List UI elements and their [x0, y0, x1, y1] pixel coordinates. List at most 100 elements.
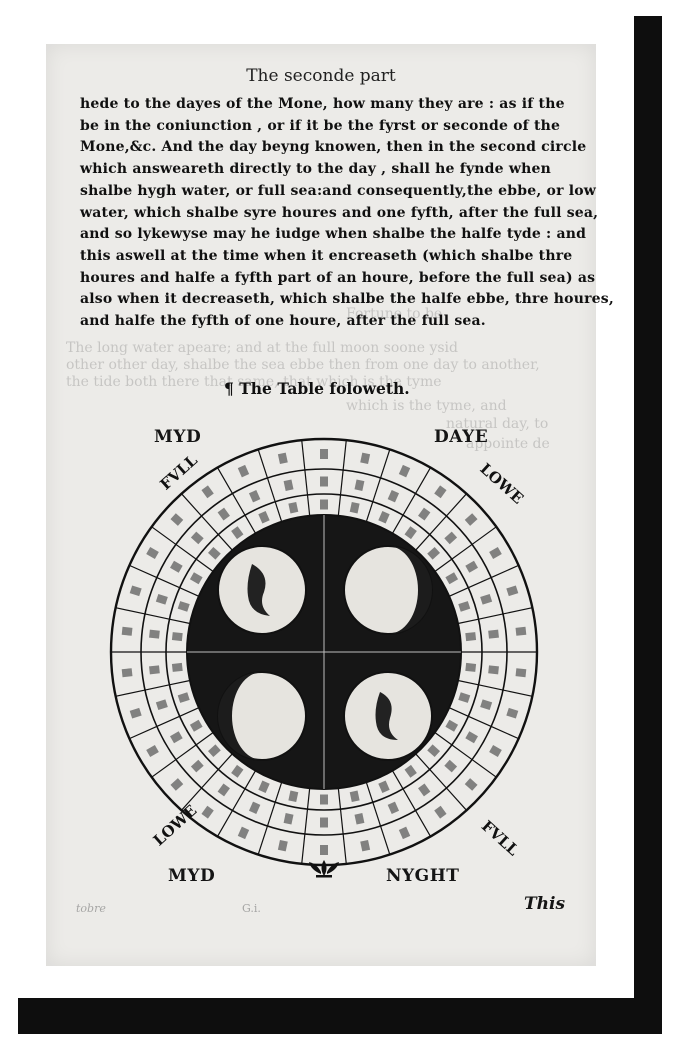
bleed-through-text: which is the tyme, and [346, 398, 507, 414]
signature-mark: G.i. [242, 902, 261, 915]
ring-cell-divider [201, 769, 219, 789]
ring-cell-divider [414, 467, 432, 494]
ring-cell-divider [129, 564, 158, 579]
ring-cell-glyph [360, 839, 371, 852]
ring-cell-glyph [155, 699, 168, 711]
bleed-through-text: Fortune to be [346, 306, 443, 322]
ring-cell-glyph [201, 805, 214, 819]
ring-cell-glyph [320, 476, 328, 487]
ring-cell-glyph [434, 805, 447, 819]
body-paragraph: hede to the dayes of the Mone, how many … [80, 94, 614, 333]
ring-cell-divider [301, 440, 306, 471]
ring-cell-glyph [434, 485, 447, 499]
ring-cell-divider [151, 526, 177, 545]
ring-cell-glyph [418, 783, 431, 797]
ring-cell-divider [429, 769, 447, 789]
ring-cell-divider [175, 543, 197, 560]
ring-cell-glyph [283, 479, 294, 491]
running-head: The seconde part [246, 66, 396, 86]
ring-cell-glyph [378, 780, 390, 793]
ring-cell-divider [169, 679, 191, 686]
ring-cell-divider [478, 684, 504, 691]
rim-label-full-upper: FVLL [157, 451, 202, 494]
ring-cell-divider [195, 558, 214, 572]
ring-cell-divider [402, 788, 417, 811]
ring-cell-divider [429, 515, 447, 535]
ring-cell-divider [175, 744, 197, 761]
ring-cell-glyph [237, 826, 250, 840]
ring-cell-glyph [277, 839, 288, 852]
ring-cell-divider [457, 679, 479, 686]
ring-cell-glyph [515, 668, 527, 678]
ring-cell-divider [304, 469, 309, 495]
ring-cell-glyph [248, 801, 261, 814]
ring-cell-glyph [506, 707, 519, 719]
moon-phase-icon [343, 671, 433, 761]
ring-cell-glyph [387, 801, 400, 814]
ring-cell-glyph [488, 665, 499, 675]
ring-cell-divider [231, 788, 246, 811]
ring-cell-divider [402, 493, 417, 516]
ring-cell-glyph [177, 692, 190, 703]
ring-cell-glyph [258, 780, 270, 793]
corner-label-mid-day-left: MYD [154, 427, 202, 447]
ring-cell-divider [306, 494, 311, 516]
ring-cell-divider [379, 449, 391, 479]
ring-cell-glyph [121, 668, 133, 678]
ring-cell-divider [342, 440, 347, 471]
ring-cell-glyph [418, 507, 431, 521]
ring-cell-divider [448, 707, 469, 717]
ring-cell-glyph [349, 790, 360, 802]
ring-cell-glyph [404, 526, 417, 540]
moon-phase-icon [217, 671, 307, 761]
text-line: houres and halfe a fyfth part of an hour… [80, 269, 596, 286]
ring-cell-divider [306, 788, 311, 810]
ring-cell-glyph [427, 744, 441, 758]
text-line: be in the coniunction , or if it be the … [80, 117, 561, 134]
text-line: and so lykewyse may he iudge when shalbe… [80, 226, 587, 243]
ring-cell-divider [448, 587, 469, 597]
ring-cell-divider [414, 810, 432, 837]
text-line: also when it decreaseth, which shalbe th… [80, 291, 614, 308]
ring-cell-glyph [231, 764, 244, 778]
ring-cell-divider [490, 725, 519, 740]
ring-cell-glyph [444, 531, 458, 545]
ring-cell-divider [179, 587, 200, 597]
ring-cell-glyph [201, 485, 214, 499]
ring-cell-glyph [207, 546, 221, 560]
corner-label-day: DAYE [434, 427, 489, 447]
fleur-de-lis-ornament [309, 860, 339, 878]
ring-cell-divider [339, 469, 344, 495]
ring-cell-divider [372, 802, 382, 827]
ring-cell-glyph [465, 662, 477, 672]
ring-cell-glyph [277, 452, 288, 465]
ring-cell-glyph [217, 507, 230, 521]
ring-cell-glyph [378, 511, 390, 524]
ring-cell-divider [446, 787, 467, 811]
ring-cell-divider [231, 493, 246, 516]
ring-cell-divider [446, 493, 467, 517]
ring-cell-glyph [360, 452, 371, 465]
bleed-through-text: appointe de [466, 436, 550, 452]
ring-cell-divider [257, 449, 269, 479]
ring-cell-divider [216, 467, 234, 494]
ring-cell-divider [169, 618, 191, 625]
corner-label-night: NYGHT [386, 866, 460, 886]
ring-cell-glyph [129, 585, 142, 597]
table-heading: ¶ The Table foloweth. [224, 379, 410, 398]
ring-cell-glyph [170, 513, 184, 526]
ring-cell-divider [468, 715, 492, 727]
ring-cell-divider [201, 515, 219, 535]
ring-cell-divider [457, 618, 479, 625]
moon-phase-icon [217, 545, 307, 635]
text-line: hede to the dayes of the Mone, how many … [80, 96, 565, 112]
ring-cell-glyph [354, 479, 365, 491]
ring-cell-glyph [189, 572, 203, 585]
ring-cell-divider [244, 514, 257, 534]
ring-cell-glyph [189, 719, 203, 732]
ring-cell-glyph [320, 449, 328, 459]
ring-cell-divider [337, 788, 342, 810]
bleed-through-text: natural day, to [446, 416, 549, 432]
ring-cell-divider [144, 613, 170, 620]
ring-cell-glyph [464, 778, 478, 791]
